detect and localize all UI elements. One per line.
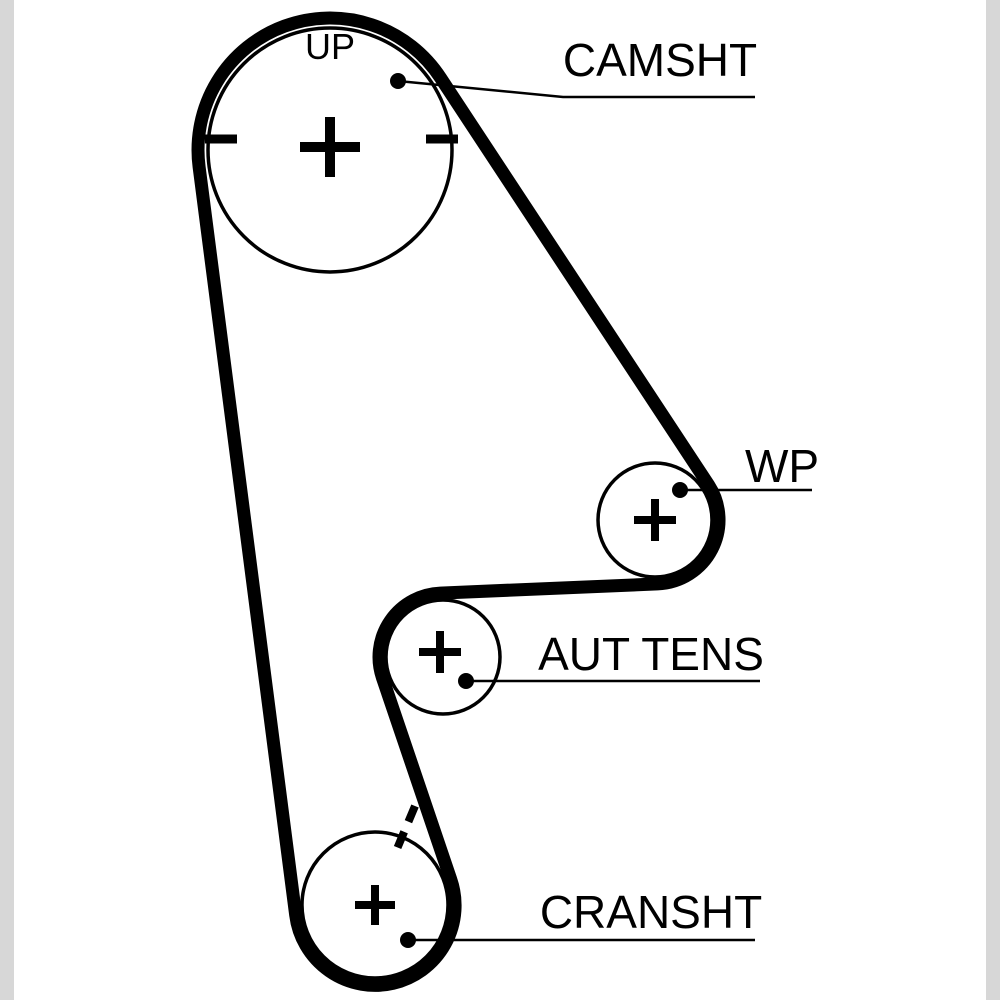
timing-belt xyxy=(191,11,726,992)
tensioner-plus-mark xyxy=(419,631,461,673)
water-pump-callout: WP xyxy=(672,440,819,498)
crankshaft-timing-mark xyxy=(390,804,419,858)
crankshaft-pulley xyxy=(300,830,450,980)
camshaft-leader-line xyxy=(397,79,755,99)
left-edge-bar xyxy=(0,0,14,1000)
camshaft-leader-dot xyxy=(390,73,406,89)
camshaft-plus-mark xyxy=(300,117,360,177)
crankshaft-callout: CRANSHT xyxy=(400,886,762,948)
crankshaft-plus-mark xyxy=(355,885,395,925)
tensioner-label: AUT TENS xyxy=(538,628,764,680)
up-orientation-label: UP xyxy=(305,26,355,67)
water-pump-pulley xyxy=(596,461,714,579)
tensioner-pulley xyxy=(384,598,502,716)
water-pump-plus-mark xyxy=(634,499,676,541)
tensioner-leader-dot xyxy=(458,673,474,689)
camshaft-callout: CAMSHT xyxy=(390,34,757,99)
right-edge-bar xyxy=(986,0,1000,1000)
camshaft-pulley xyxy=(206,26,454,274)
tensioner-callout: AUT TENS xyxy=(458,628,764,689)
water-pump-leader-dot xyxy=(672,482,688,498)
water-pump-label: WP xyxy=(745,440,819,492)
camshaft-label: CAMSHT xyxy=(563,34,757,86)
crankshaft-leader-dot xyxy=(400,932,416,948)
crankshaft-label: CRANSHT xyxy=(540,886,762,938)
